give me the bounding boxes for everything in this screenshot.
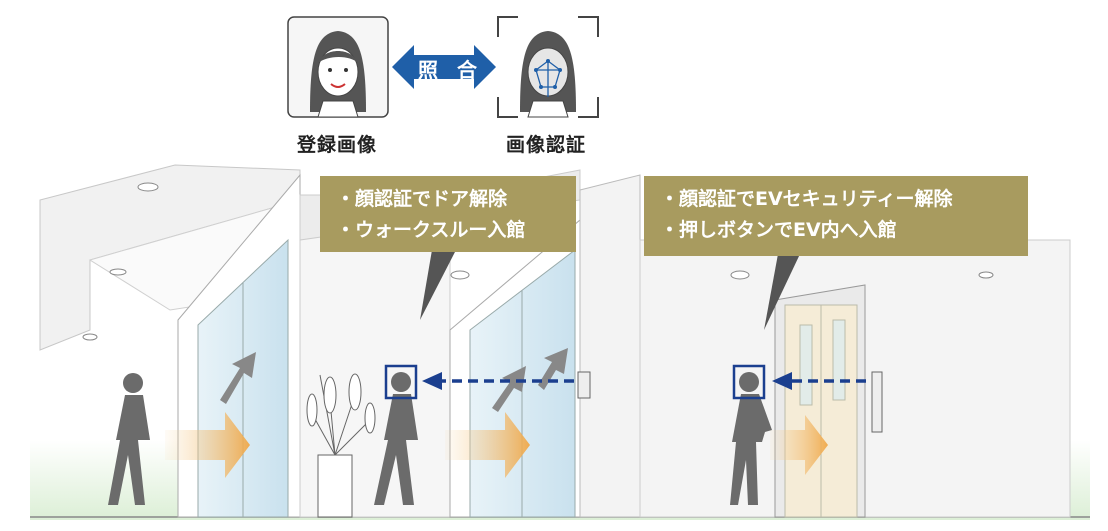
callout-line: ・顔認証でEVセキュリティー解除 [660, 188, 953, 210]
walk-arrow-2 [445, 412, 530, 478]
plant [306, 373, 376, 518]
elevator-hall-wall [579, 174, 641, 518]
elevator-panel [871, 371, 883, 433]
ceiling-light [450, 270, 470, 280]
authentication-face-icon [497, 16, 599, 118]
image-authentication-label: 画像認証 [506, 134, 587, 156]
face-scan-frame [732, 364, 766, 400]
registered-face-icon [287, 16, 389, 118]
person-silhouette [374, 372, 418, 505]
door-callout: ・顔認証でドア解除 ・ウォークスルー入館 [320, 176, 576, 252]
ceiling-light [82, 333, 98, 341]
ceiling-light [730, 270, 750, 280]
ceiling-light [137, 182, 159, 192]
ceiling-light [109, 268, 127, 276]
ceiling-light [978, 271, 994, 279]
walk-arrow-3 [770, 415, 828, 475]
person-silhouette [730, 372, 772, 505]
callout-line: ・ウォークスルー入館 [336, 219, 526, 241]
callout-line: ・顔認証でドア解除 [336, 188, 508, 210]
callout-pointer [420, 250, 456, 320]
door-open-arrow [538, 348, 568, 390]
callout-line: ・押しボタンでEV内へ入館 [660, 219, 897, 241]
registered-image-label: 登録画像 [297, 134, 378, 156]
face-reader [577, 371, 591, 399]
match-arrow [392, 45, 496, 89]
callout-pointer [764, 254, 800, 330]
elevator-callout: ・顔認証でEVセキュリティー解除 ・押しボタンでEV内へ入館 [644, 176, 1028, 256]
walk-arrow-1 [165, 412, 250, 478]
match-label: 照 合 [418, 58, 483, 82]
face-scan-frame [384, 364, 418, 400]
person-silhouette [108, 373, 150, 505]
door-open-arrow [492, 366, 526, 412]
door-open-arrow [220, 352, 256, 404]
